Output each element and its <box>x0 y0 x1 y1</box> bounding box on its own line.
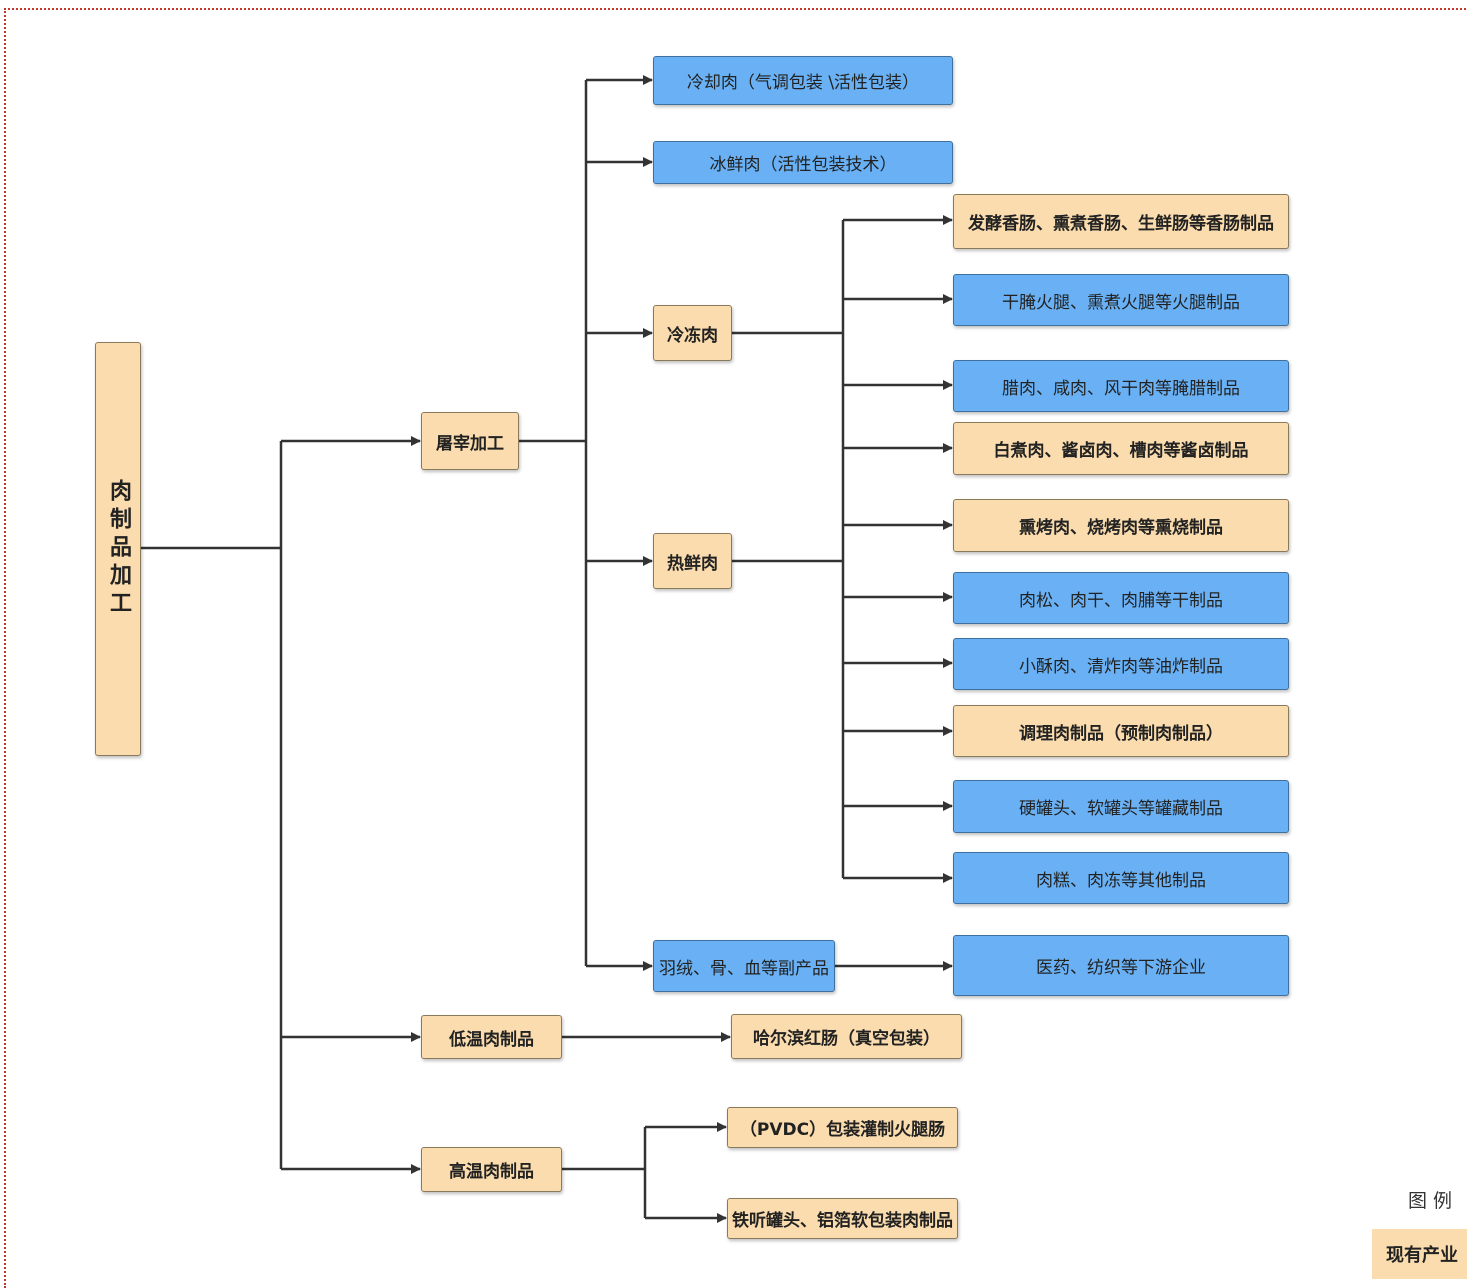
node-ice-fresh-meat: 冰鲜肉（活性包装技术） <box>653 141 953 184</box>
node-chilled-meat: 冷却肉（气调包装 \活性包装） <box>653 56 953 105</box>
node-product-ham: 干腌火腿、熏煮火腿等火腿制品 <box>953 274 1289 326</box>
node-root: 肉制品加工 <box>95 342 141 756</box>
node-product-smoked: 熏烤肉、烧烤肉等熏烧制品 <box>953 499 1289 552</box>
node-slaughter: 屠宰加工 <box>421 412 519 470</box>
node-product-prepared: 调理肉制品（预制肉制品） <box>953 705 1289 757</box>
node-harbin-sausage: 哈尔滨红肠（真空包装） <box>731 1014 962 1059</box>
node-product-dried: 肉松、肉干、肉脯等干制品 <box>953 572 1289 624</box>
node-low-temp: 低温肉制品 <box>421 1015 562 1059</box>
node-pvdc-ham-sausage: （PVDC）包装灌制火腿肠 <box>727 1107 958 1148</box>
legend-item-existing-industry: 现有产业 <box>1372 1229 1467 1279</box>
node-high-temp: 高温肉制品 <box>421 1147 562 1192</box>
node-frozen-meat: 冷冻肉 <box>653 305 732 361</box>
dotted-frame <box>4 8 1467 1288</box>
node-byproducts: 羽绒、骨、血等副产品 <box>653 940 835 992</box>
node-product-cured: 腊肉、咸肉、风干肉等腌腊制品 <box>953 360 1289 412</box>
node-product-canned: 硬罐头、软罐头等罐藏制品 <box>953 780 1289 833</box>
node-product-braised: 白煮肉、酱卤肉、槽肉等酱卤制品 <box>953 422 1289 475</box>
node-product-other: 肉糕、肉冻等其他制品 <box>953 852 1289 904</box>
node-product-fried: 小酥肉、清炸肉等油炸制品 <box>953 638 1289 690</box>
node-hot-fresh-meat: 热鲜肉 <box>653 533 732 589</box>
node-canned-foil-products: 铁听罐头、铝箔软包装肉制品 <box>727 1198 958 1239</box>
node-product-sausage: 发酵香肠、熏煮香肠、生鲜肠等香肠制品 <box>953 194 1289 249</box>
node-downstream: 医药、纺织等下游企业 <box>953 935 1289 996</box>
legend-title: 图 例 <box>1408 1190 1453 1212</box>
